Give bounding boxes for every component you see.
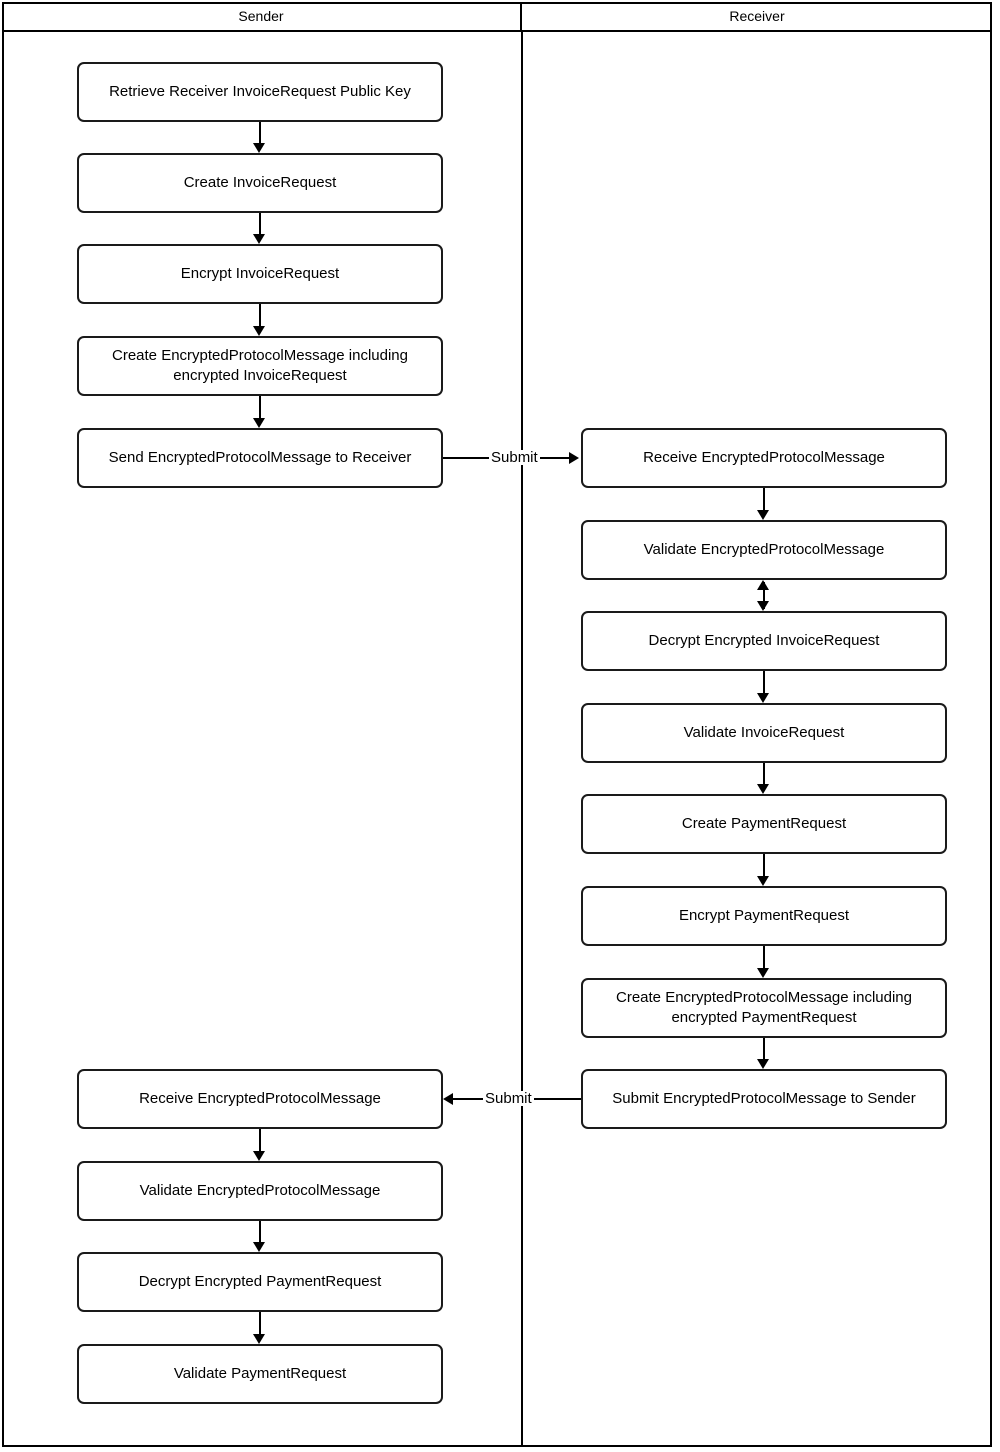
node-label: Encrypt InvoiceRequest bbox=[180, 264, 340, 282]
node-label: Decrypt Encrypted InvoiceRequest bbox=[648, 631, 880, 649]
node-send-epm-to-receiver[interactable]: Send EncryptedProtocolMessage to Receive… bbox=[77, 428, 443, 488]
edge-r2-r3-bidirectional bbox=[763, 582, 765, 609]
lane-header-sender: Sender bbox=[2, 2, 522, 30]
edge-s7-s8 bbox=[259, 1221, 261, 1242]
node-label: Validate EncryptedProtocolMessage bbox=[139, 1181, 381, 1199]
edge-s1-s2 bbox=[259, 122, 261, 143]
swimlane-header-row: Sender Receiver bbox=[2, 2, 992, 32]
node-validate-epm-sender[interactable]: Validate EncryptedProtocolMessage bbox=[77, 1161, 443, 1221]
arrowhead-s6-s7-icon bbox=[253, 1151, 265, 1161]
edge-r6-r7 bbox=[763, 946, 765, 968]
node-label: Create EncryptedProtocolMessage includin… bbox=[112, 346, 408, 384]
node-create-invoicerequest[interactable]: Create InvoiceRequest bbox=[77, 153, 443, 213]
edge-r3-r4 bbox=[763, 671, 765, 693]
arrowhead-r8-s6-icon bbox=[443, 1093, 453, 1105]
node-label: Create InvoiceRequest bbox=[183, 173, 337, 191]
node-create-paymentrequest[interactable]: Create PaymentRequest bbox=[581, 794, 947, 854]
node-label: Submit EncryptedProtocolMessage to Sende… bbox=[612, 1089, 916, 1107]
edge-s3-s4 bbox=[259, 304, 261, 326]
node-label: Decrypt Encrypted PaymentRequest bbox=[138, 1272, 382, 1290]
node-label: Validate PaymentRequest bbox=[173, 1364, 347, 1382]
arrowhead-s8-s9-icon bbox=[253, 1334, 265, 1344]
arrowhead-s1-s2-icon bbox=[253, 143, 265, 153]
edge-r7-r8 bbox=[763, 1038, 765, 1059]
arrowhead-s4-s5-icon bbox=[253, 418, 265, 428]
arrowhead-r7-r8-icon bbox=[757, 1059, 769, 1069]
node-label: Receive EncryptedProtocolMessage bbox=[643, 448, 885, 466]
node-label: Validate EncryptedProtocolMessage bbox=[643, 540, 885, 558]
node-decrypt-encrypted-invoicerequest[interactable]: Decrypt Encrypted InvoiceRequest bbox=[581, 611, 947, 671]
arrowhead-r3-r2-up-icon bbox=[757, 580, 769, 590]
node-validate-invoicerequest[interactable]: Validate InvoiceRequest bbox=[581, 703, 947, 763]
node-create-epm-invoicerequest[interactable]: Create EncryptedProtocolMessage includin… bbox=[77, 336, 443, 396]
node-encrypt-paymentrequest[interactable]: Encrypt PaymentRequest bbox=[581, 886, 947, 946]
node-retrieve-receiver-public-key[interactable]: Retrieve Receiver InvoiceRequest Public … bbox=[77, 62, 443, 122]
arrowhead-r6-r7-icon bbox=[757, 968, 769, 978]
edge-s6-s7 bbox=[259, 1129, 261, 1151]
arrowhead-s2-s3-icon bbox=[253, 234, 265, 244]
node-label: Retrieve Receiver InvoiceRequest Public … bbox=[109, 82, 411, 100]
edge-s8-s9 bbox=[259, 1312, 261, 1334]
node-validate-paymentrequest[interactable]: Validate PaymentRequest bbox=[77, 1344, 443, 1404]
node-label: Create PaymentRequest bbox=[681, 814, 847, 832]
node-receive-epm-sender[interactable]: Receive EncryptedProtocolMessage bbox=[77, 1069, 443, 1129]
arrowhead-r4-r5-icon bbox=[757, 784, 769, 794]
edge-label-submit-bottom: Submit bbox=[483, 1090, 534, 1107]
edge-label-submit-top: Submit bbox=[489, 449, 540, 466]
node-receive-epm-receiver[interactable]: Receive EncryptedProtocolMessage bbox=[581, 428, 947, 488]
arrowhead-r2-r3-down-icon bbox=[757, 601, 769, 611]
arrowhead-r5-r6-icon bbox=[757, 876, 769, 886]
node-label: Create EncryptedProtocolMessage includin… bbox=[616, 988, 912, 1026]
node-create-epm-paymentrequest[interactable]: Create EncryptedProtocolMessage includin… bbox=[581, 978, 947, 1038]
edge-s4-s5 bbox=[259, 396, 261, 418]
edge-r5-r6 bbox=[763, 854, 765, 876]
edge-s2-s3 bbox=[259, 213, 261, 234]
node-label: Send EncryptedProtocolMessage to Receive… bbox=[108, 448, 412, 466]
node-label: Encrypt PaymentRequest bbox=[678, 906, 850, 924]
arrowhead-s3-s4-icon bbox=[253, 326, 265, 336]
node-label: Receive EncryptedProtocolMessage bbox=[139, 1089, 381, 1107]
edge-r1-r2 bbox=[763, 488, 765, 510]
node-submit-epm-to-sender[interactable]: Submit EncryptedProtocolMessage to Sende… bbox=[581, 1069, 947, 1129]
arrowhead-r3-r4-icon bbox=[757, 693, 769, 703]
node-validate-epm-receiver[interactable]: Validate EncryptedProtocolMessage bbox=[581, 520, 947, 580]
edge-r4-r5 bbox=[763, 763, 765, 784]
node-encrypt-invoicerequest[interactable]: Encrypt InvoiceRequest bbox=[77, 244, 443, 304]
arrowhead-s7-s8-icon bbox=[253, 1242, 265, 1252]
node-label: Validate InvoiceRequest bbox=[683, 723, 845, 741]
arrowhead-r1-r2-icon bbox=[757, 510, 769, 520]
node-decrypt-encrypted-paymentrequest[interactable]: Decrypt Encrypted PaymentRequest bbox=[77, 1252, 443, 1312]
lane-header-receiver: Receiver bbox=[729, 8, 785, 24]
arrowhead-s5-r1-icon bbox=[569, 452, 579, 464]
lane-divider bbox=[521, 32, 523, 1445]
